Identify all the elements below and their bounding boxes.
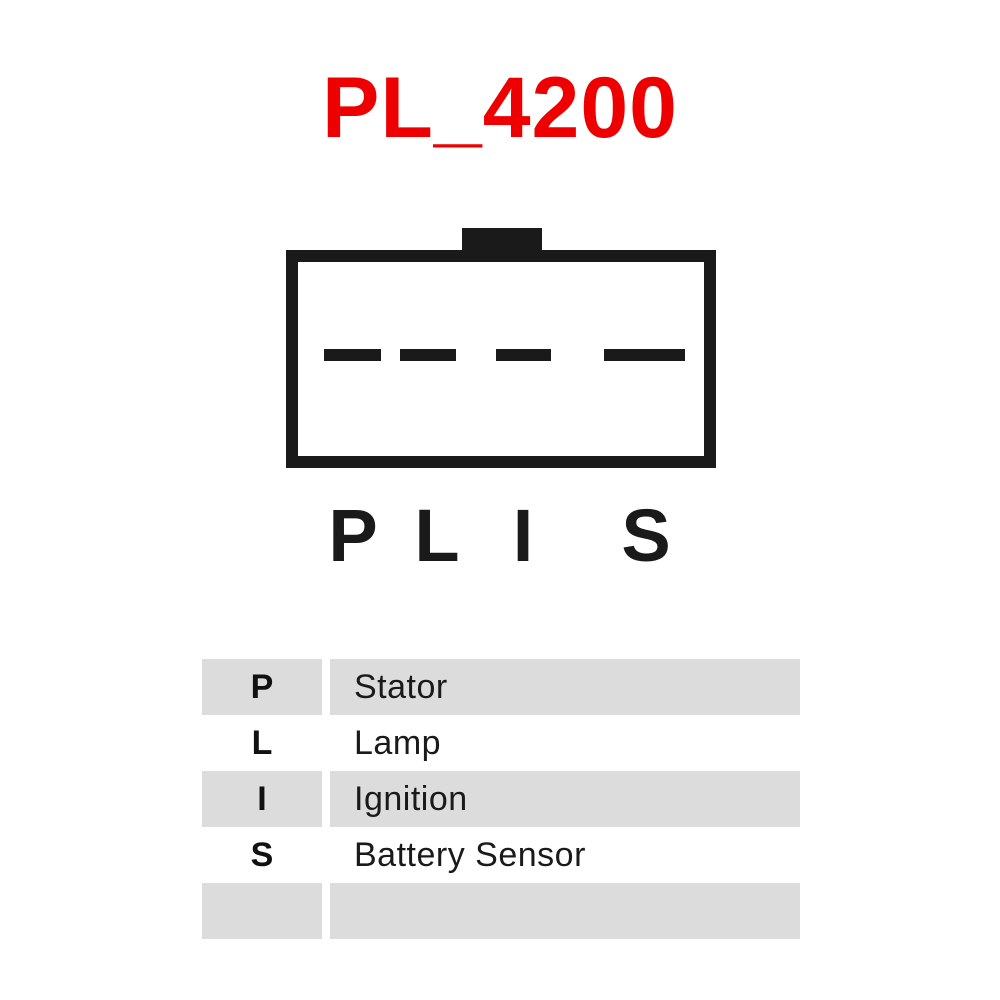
pin-slot-s — [604, 349, 685, 361]
legend-row: S Battery Sensor — [202, 827, 800, 883]
legend-row: P Stator — [202, 659, 800, 715]
legend-code — [202, 883, 322, 939]
legend-row: I Ignition — [202, 771, 800, 827]
pin-slot-i — [496, 349, 551, 361]
pin-slot-p — [324, 349, 381, 361]
legend-description: Stator — [330, 659, 800, 715]
pin-labels: P L I S — [0, 496, 1000, 576]
legend-description: Battery Sensor — [354, 836, 586, 874]
connector-plug-icon — [286, 228, 716, 468]
pin-label-l: L — [414, 494, 460, 577]
legend-row-empty — [202, 883, 800, 939]
legend-description: Lamp — [354, 724, 442, 762]
legend-code: S — [250, 836, 274, 874]
connector-housing — [286, 250, 716, 468]
pin-label-p: P — [328, 494, 378, 577]
pin-legend-table: P Stator L Lamp I Ignition S Battery Sen… — [202, 659, 800, 939]
pin-label-i: I — [512, 494, 534, 577]
legend-code: I — [202, 771, 322, 827]
legend-code: P — [202, 659, 322, 715]
legend-description: Ignition — [330, 771, 800, 827]
connector-model-title: PL_4200 — [321, 60, 679, 156]
legend-description — [330, 883, 800, 939]
pin-slot-l — [400, 349, 456, 361]
pin-label-s: S — [621, 494, 671, 577]
legend-row: L Lamp — [202, 715, 800, 771]
legend-code: L — [251, 724, 273, 762]
